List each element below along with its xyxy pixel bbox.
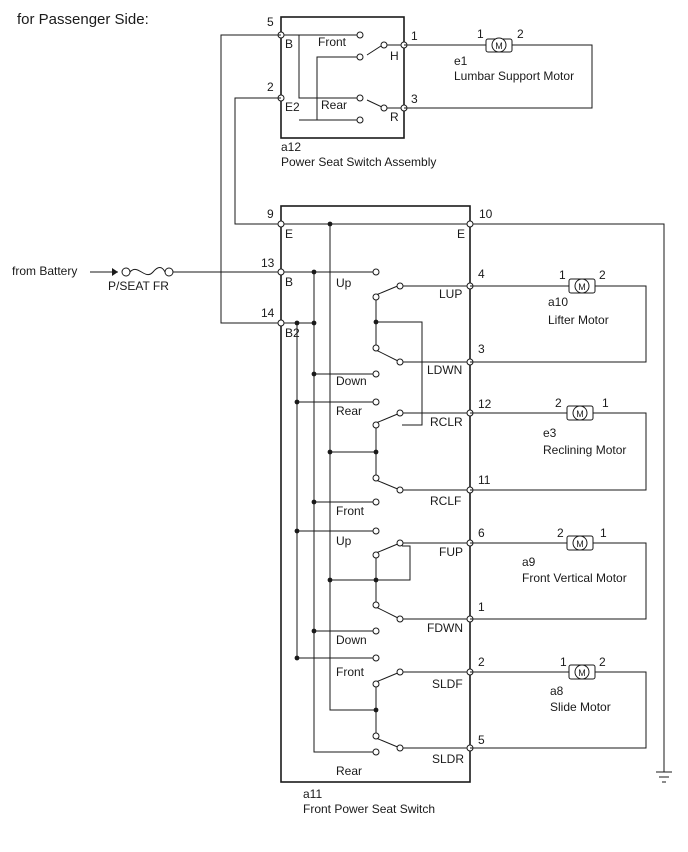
lumbar-terminal-r: R [390, 110, 399, 124]
terminal-lup: LUP [439, 287, 462, 301]
pin-ldwn: 3 [478, 342, 485, 356]
fuse-icon [129, 267, 166, 276]
lumbar-motor-name: Lumbar Support Motor [454, 69, 574, 83]
terminal-rclr: RCLR [430, 415, 463, 429]
position-up-3: Up [336, 534, 352, 548]
lifter-motor-pin-left: 1 [559, 268, 566, 282]
lifter-motor-symbol: M [578, 282, 586, 292]
lifter-motor-pin-right: 2 [599, 268, 606, 282]
lifter-motor-name: Lifter Motor [548, 313, 609, 327]
lumbar-motor: M 1 2 e1 Lumbar Support Motor [404, 27, 593, 109]
lumbar-pin-b: 5 [267, 15, 274, 29]
lumbar-motor-pin-left: 1 [477, 27, 484, 41]
front-vertical-motor: M 2 1 a9 Front Vertical Motor [470, 526, 647, 620]
reclining-motor-pin-left: 2 [555, 396, 562, 410]
terminal-fdwn: FDWN [427, 621, 463, 635]
lifter-motor-icon [574, 278, 590, 294]
position-front-2: Front [336, 504, 365, 518]
pin-sldr: 5 [478, 733, 485, 747]
lumbar-switch-assembly: 5 2 1 3 B E2 H R Front Rear a12 Power Se… [267, 15, 436, 169]
terminal-rclf: RCLF [430, 494, 461, 508]
lumbar-motor-icon [491, 37, 507, 53]
terminal-sldr: SLDR [432, 752, 464, 766]
slide-motor-symbol: M [578, 668, 586, 678]
pin-fup: 6 [478, 526, 485, 540]
position-up-1: Up [336, 276, 352, 290]
front-vertical-motor-icon [572, 535, 588, 551]
lifter-motor-code: a10 [548, 295, 568, 309]
front-vertical-motor-pin-right: 1 [600, 526, 607, 540]
arrow-icon [112, 268, 118, 276]
pin-fdwn: 1 [478, 600, 485, 614]
lumbar-terminal-e2: E2 [285, 100, 300, 114]
front-vertical-motor-symbol: M [576, 539, 584, 549]
front-pin-e-right: 10 [479, 207, 493, 221]
front-terminal-b2: B2 [285, 326, 300, 340]
reclining-motor: M 2 1 e3 Reclining Motor [470, 396, 647, 491]
slide-motor-name: Slide Motor [550, 700, 611, 714]
slide-motor: M 1 2 a8 Slide Motor [470, 655, 647, 749]
lumbar-motor-pin-right: 2 [517, 27, 524, 41]
diagram-title: for Passenger Side: [17, 11, 149, 28]
terminal-sldf: SLDF [432, 677, 463, 691]
front-pin-b2: 14 [261, 306, 275, 320]
ground-icon [656, 771, 672, 783]
terminal-ldwn: LDWN [427, 363, 462, 377]
front-vertical-motor-pin-left: 2 [557, 526, 564, 540]
lumbar-switch-name: Power Seat Switch Assembly [281, 155, 436, 169]
front-switch-name: Front Power Seat Switch [303, 802, 435, 816]
lumbar-terminal-h: H [390, 49, 399, 63]
reclining-motor-code: e3 [543, 426, 557, 440]
battery-source-label: from Battery [12, 264, 77, 278]
fuse-label: P/SEAT FR [108, 279, 169, 293]
lumbar-motor-symbol: M [495, 41, 503, 51]
lifter-motor: M 1 2 a10 Lifter Motor [470, 268, 647, 363]
switch-contacts [372, 268, 404, 756]
reclining-motor-symbol: M [576, 409, 584, 419]
front-terminal-e-right: E [457, 227, 465, 241]
front-terminal-e-left: E [285, 227, 293, 241]
slide-motor-pin-right: 2 [599, 655, 606, 669]
lumbar-pin-r: 3 [411, 92, 418, 106]
front-pin-e-left: 9 [267, 207, 274, 221]
lumbar-position-front: Front [318, 35, 347, 49]
front-switch-box [280, 205, 471, 783]
position-down-3: Down [336, 633, 367, 647]
front-terminal-b: B [285, 275, 293, 289]
battery-feed: from Battery P/SEAT FR [12, 264, 281, 293]
pin-rclr: 12 [478, 397, 492, 411]
pin-sldf: 2 [478, 655, 485, 669]
lumbar-switch-box [280, 16, 405, 139]
reclining-motor-icon [572, 405, 588, 421]
slide-motor-pin-left: 1 [560, 655, 567, 669]
lumbar-terminal-b: B [285, 37, 293, 51]
front-switch-code: a11 [303, 787, 322, 801]
lumbar-motor-code: e1 [454, 54, 468, 68]
reclining-motor-pin-right: 1 [602, 396, 609, 410]
front-power-seat-switch: 9 10 13 14 E E B B2 [261, 205, 665, 816]
position-rear-4: Rear [336, 764, 362, 778]
junction-dots [294, 221, 379, 713]
position-down-1: Down [336, 374, 367, 388]
reclining-motor-name: Reclining Motor [543, 443, 626, 457]
position-rear-2: Rear [336, 404, 362, 418]
front-pin-b: 13 [261, 256, 275, 270]
position-front-4: Front [336, 665, 365, 679]
pin-rclf: 11 [478, 473, 491, 487]
front-vertical-motor-code: a9 [522, 555, 536, 569]
front-vertical-motor-name: Front Vertical Motor [522, 571, 627, 585]
wire-e2-to-e [234, 97, 281, 225]
lumbar-switch-code: a12 [281, 140, 301, 154]
lumbar-pin-h: 1 [411, 29, 418, 43]
slide-motor-icon [574, 664, 590, 680]
pin-lup: 4 [478, 267, 485, 281]
wire-b-to-b2 [220, 34, 281, 324]
lumbar-position-rear: Rear [321, 98, 347, 112]
slide-motor-code: a8 [550, 684, 564, 698]
ground-wire [281, 223, 665, 772]
terminal-fup: FUP [439, 545, 463, 559]
lumbar-pin-e2: 2 [267, 80, 274, 94]
